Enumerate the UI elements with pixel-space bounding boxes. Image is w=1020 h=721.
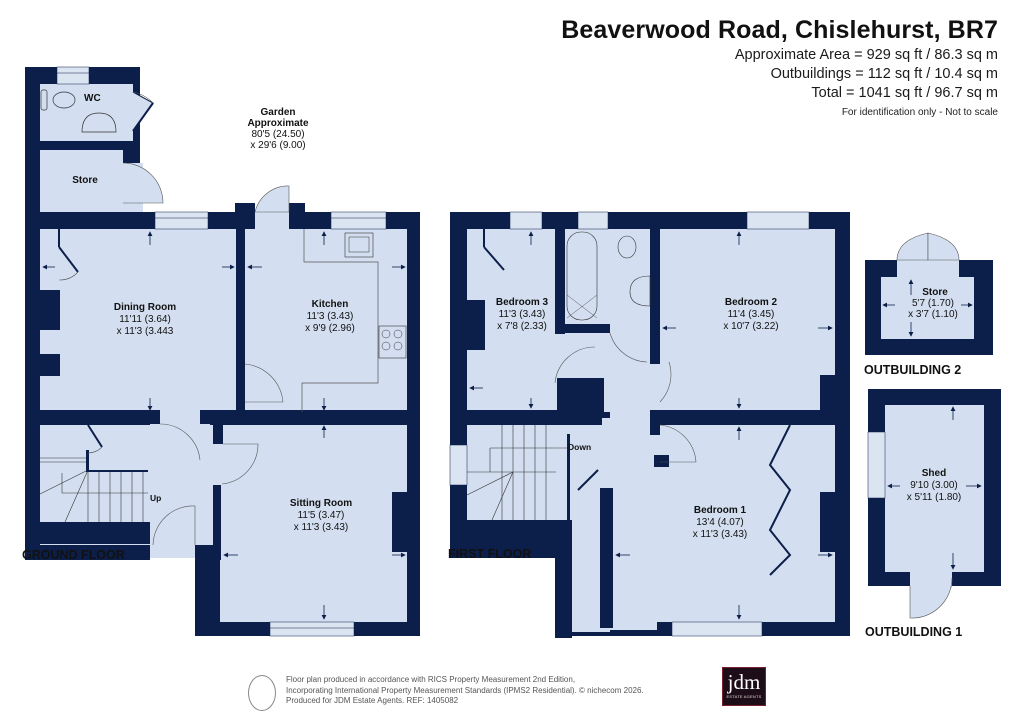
first-floor-stairs [466,425,567,521]
sitting-room-label: Sitting Room [290,498,352,509]
bedroom-2-room [660,229,835,412]
bedroom-1-dim1: 13'4 (4.07) [696,517,744,528]
shed-room [885,405,984,572]
bedroom-2-dim2: x 10'7 (3.22) [723,321,778,332]
footer-line-2: Incorporating International Property Mea… [286,685,644,695]
bedroom-3-dim2: x 7'8 (2.33) [497,321,547,332]
dining-room-dim2: x 11'3 (3.443 [117,326,174,337]
dining-room [40,229,236,412]
sitting-room-dim1: 11'5 (3.47) [298,510,345,521]
scale-disclaimer: For identification only - Not to scale [841,107,998,118]
property-header: Beaverwood Road, Chislehurst, BR7 Approx… [561,14,998,121]
bedroom-1-dim2: x 11'3 (3.43) [693,529,748,540]
store-label: Store [72,175,98,186]
bedroom-3-dim1: 11'3 (3.43) [499,309,546,320]
total-area: Total = 1041 sq ft / 96.7 sq m [811,85,998,101]
garden-annotation: Garden Approximate 80'5 (24.50) x 29'6 (… [247,107,309,151]
bedroom-3-label: Bedroom 3 [496,297,549,308]
outbuilding-store-dim2: x 3'7 (1.10) [908,309,958,320]
stairs-up-label: Up [150,493,161,503]
jdm-logo: jdm ESTATE AGENTS [722,667,766,706]
outbuildings-area: Outbuildings = 112 sq ft / 10.4 sq m [770,66,998,82]
dining-room-dim1: 11'11 (3.64) [119,314,171,325]
ground-floor-stairs [39,457,148,523]
outbuilding-1-plan: Shed 9'10 (3.00) x 5'11 (1.80) OUTBUILDI… [865,389,1001,639]
bedroom-1-room [613,425,835,622]
outbuilding-store-label: Store [922,287,948,298]
bedroom-2-dim1: 11'4 (3.45) [728,309,775,320]
sitting-room [220,425,407,622]
property-title: Beaverwood Road, Chislehurst, BR7 [561,16,998,44]
kitchen-dim2: x 9'9 (2.96) [305,323,355,334]
kitchen-dim1: 11'3 (3.43) [307,311,354,322]
person-scale-icon [248,675,276,711]
footer-line-1: Floor plan produced in accordance with R… [286,675,576,684]
garden-dim2: x 29'6 (9.00) [250,140,305,151]
kitchen-room [245,229,407,412]
first-floor-label: FIRST FLOOR [448,547,531,561]
bath-icon [566,231,598,321]
toilet-icon [617,235,637,259]
ground-floor-plan: WC Store Dining Room 11'11 (3.64) x 11'3… [22,66,420,637]
outbuilding-1-label: OUTBUILDING 1 [865,625,962,639]
first-floor-plan: Bedroom 3 11'3 (3.43) x 7'8 (2.33) Bedro… [448,211,850,638]
dining-room-label: Dining Room [114,302,176,313]
outbuilding-2-label: OUTBUILDING 2 [864,363,961,377]
logo-text: jdm [727,670,761,694]
first-floor-stairs-area [467,425,567,520]
kitchen-label: Kitchen [312,299,349,310]
bedroom-2-label: Bedroom 2 [725,297,778,308]
basin-icon [629,275,651,307]
logo-subtext: ESTATE AGENTS [726,694,762,699]
outbuilding-store-room [881,277,974,339]
shed-label: Shed [922,468,946,479]
shed-dim2: x 5'11 (1.80) [907,492,962,503]
garden-approx-label: Approximate [247,118,309,129]
outbuilding-store-dim1: 5'7 (1.70) [912,298,954,309]
hob-icon [378,325,407,359]
garden-label: Garden [260,107,295,118]
footer-line-3: Produced for JDM Estate Agents. REF: 140… [286,696,459,705]
ground-floor-label: GROUND FLOOR [22,548,125,562]
outbuilding-2-plan: Store 5'7 (1.70) x 3'7 (1.10) OUTBUILDIN… [864,232,993,377]
bedroom-1-label: Bedroom 1 [694,505,747,516]
wc-label: WC [84,93,101,104]
sitting-room-dim2: x 11'3 (3.43) [294,522,349,533]
garden-dim1: 80'5 (24.50) [251,129,304,140]
shed-dim1: 9'10 (3.00) [910,480,958,491]
stairs-down-label: Down [568,442,591,452]
approximate-area: Approximate Area = 929 sq ft / 86.3 sq m [734,47,998,63]
store-room [40,150,123,212]
